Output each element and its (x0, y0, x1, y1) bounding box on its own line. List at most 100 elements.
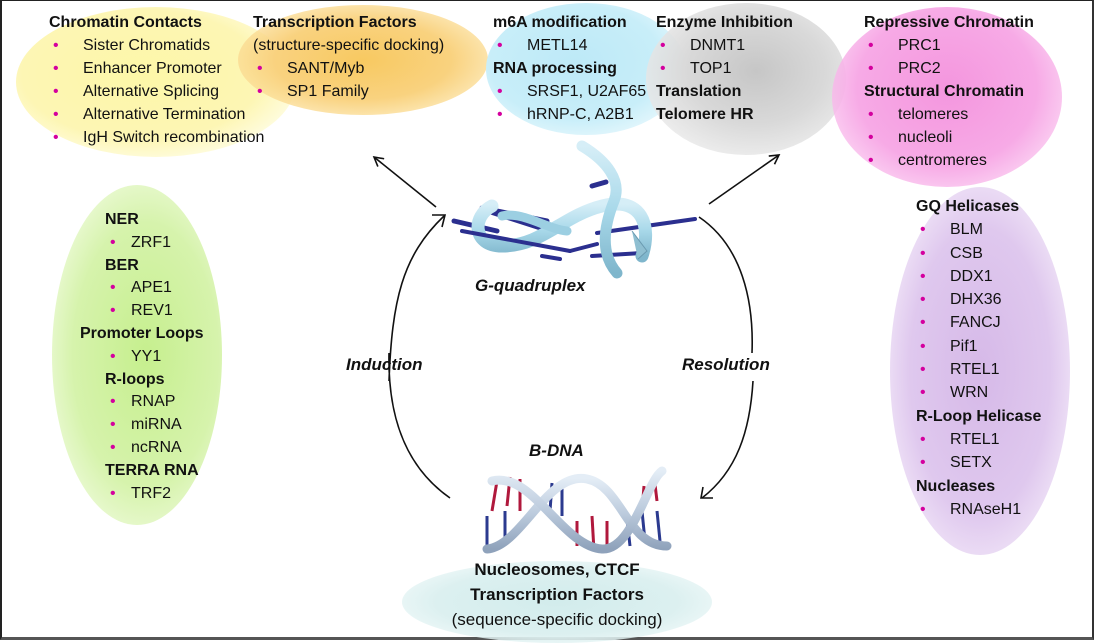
bullet-icon: • (920, 267, 926, 285)
list-item: •FANCJ (916, 311, 1041, 334)
list-item: •TRF2 (80, 483, 204, 506)
list-item: •telomeres (864, 103, 1034, 126)
bullet-icon: • (920, 244, 926, 262)
bullet-icon: • (920, 454, 926, 472)
list-item: •Alternative Termination (49, 103, 264, 126)
repressive-chromatin-title: Repressive Chromatin (864, 14, 1034, 31)
repressive-chromatin-bubble (832, 7, 1062, 187)
chromatin-contacts-title: Chromatin Contacts (49, 14, 202, 31)
bullet-icon: • (110, 233, 116, 251)
bullet-icon: • (257, 60, 263, 77)
transcription-factors-subtitle: (structure-specific docking) (253, 37, 445, 54)
transcription-factors-label: Transcription Factors (470, 585, 644, 604)
list-item: •Sister Chromatids (49, 34, 264, 57)
nucleases-title: Nucleases (916, 477, 996, 495)
arrow-to-top-left (372, 155, 437, 208)
bullet-icon: • (497, 83, 503, 100)
gq-helicases-title: GQ Helicases (916, 198, 1020, 215)
list-item: •Pif1 (916, 335, 1041, 358)
resolution-factors-box: GQ Helicases •BLM •CSB •DDX1 •DHX36 •FAN… (916, 195, 1041, 521)
bullet-icon: • (53, 106, 59, 123)
induction-factors-box: NER •ZRF1 BER •APE1 •REV1 Promoter Loops… (80, 209, 204, 505)
induction-arrow (388, 215, 451, 499)
m6a-title: m6A modification (493, 14, 627, 31)
list-item: •CSB (916, 242, 1041, 265)
chromatin-contacts-box: Chromatin Contacts •Sister Chromatids •E… (49, 11, 264, 149)
structural-chromatin-title: Structural Chromatin (864, 83, 1025, 100)
bullet-icon: • (110, 484, 116, 502)
bullet-icon: • (868, 152, 874, 169)
list-item: •SETX (916, 451, 1041, 474)
bullet-icon: • (920, 221, 926, 239)
list-item: •PRC1 (864, 34, 1034, 57)
bullet-icon: • (257, 83, 263, 100)
bullet-icon: • (920, 314, 926, 332)
gquadruplex-label: G-quadruplex (475, 276, 586, 295)
transcription-factors-bubble (238, 5, 488, 115)
enzyme-bubble (646, 3, 846, 155)
bullet-icon: • (110, 347, 116, 365)
bullet-icon: • (53, 129, 59, 146)
bullet-icon: • (660, 60, 666, 77)
bullet-icon: • (868, 37, 874, 54)
resolution-arrowhead-icon (700, 486, 713, 499)
list-item: •nucleoli (864, 126, 1034, 149)
transcription-factors-title: Transcription Factors (253, 14, 417, 31)
bullet-icon: • (53, 37, 59, 54)
arrow-to-top-right (708, 154, 781, 205)
rna-box: m6A modification •METL14 RNA processing … (493, 11, 646, 126)
list-item: •METL14 (493, 34, 646, 57)
list-item: •SANT/Myb (253, 57, 444, 80)
list-item: •YY1 (80, 346, 204, 369)
bdna-binders-bubble (402, 561, 712, 643)
list-item: •miRNA (80, 414, 204, 437)
list-item: •DNMT1 (656, 34, 793, 57)
list-item: •RNAP (80, 391, 204, 414)
terra-rna-title: TERRA RNA (105, 461, 199, 479)
bullet-icon: • (660, 37, 666, 54)
list-item: •ZRF1 (80, 232, 204, 255)
rna-processing-title: RNA processing (493, 60, 617, 77)
ner-title: NER (105, 211, 139, 228)
list-item: •SRSF1, U2AF65 (493, 80, 646, 103)
bullet-icon: • (868, 129, 874, 146)
resolution-factors-bubble (890, 187, 1070, 555)
bdna-label: B-DNA (529, 441, 584, 460)
bullet-icon: • (53, 60, 59, 77)
rloop-helicase-title: R-Loop Helicase (916, 407, 1042, 425)
list-item: •hRNP-C, A2B1 (493, 103, 646, 126)
induction-label: Induction (346, 355, 423, 374)
bullet-icon: • (920, 337, 926, 355)
bullet-icon: • (110, 416, 116, 434)
list-item: •WRN (916, 381, 1041, 404)
list-item: •REV1 (80, 300, 204, 323)
list-item: •DDX1 (916, 265, 1041, 288)
nucleosomes-ctcf-label: Nucleosomes, CTCF (474, 560, 640, 579)
list-item: •BLM (916, 218, 1041, 241)
ber-title: BER (105, 256, 139, 274)
list-item: •RTEL1 (916, 358, 1041, 381)
list-item: •centromeres (864, 149, 1034, 172)
transcription-factors-box: Transcription Factors (structure-specifi… (253, 11, 444, 103)
bullet-icon: • (110, 302, 116, 320)
list-item: •APE1 (80, 277, 204, 300)
translation-title: Translation (656, 83, 742, 100)
bdna-binders-text: Nucleosomes, CTCF Transcription Factors … (427, 557, 687, 632)
bullet-icon: • (920, 430, 926, 448)
list-item: •RNAseH1 (916, 498, 1041, 521)
list-item: •PRC2 (864, 57, 1034, 80)
bullet-icon: • (497, 37, 503, 54)
bullet-icon: • (868, 106, 874, 123)
list-item: •DHX36 (916, 288, 1041, 311)
rloops-title: R-loops (105, 370, 165, 388)
bullet-icon: • (920, 500, 926, 518)
list-item: •IgH Switch recombination (49, 126, 264, 149)
list-item: •Enhancer Promoter (49, 57, 264, 80)
bullet-icon: • (110, 438, 116, 456)
gquadruplex-structure-icon (451, 140, 697, 279)
induction-factors-bubble (52, 185, 222, 525)
sequence-specific-docking-label: (sequence-specific docking) (451, 610, 663, 629)
list-item: •TOP1 (656, 57, 793, 80)
